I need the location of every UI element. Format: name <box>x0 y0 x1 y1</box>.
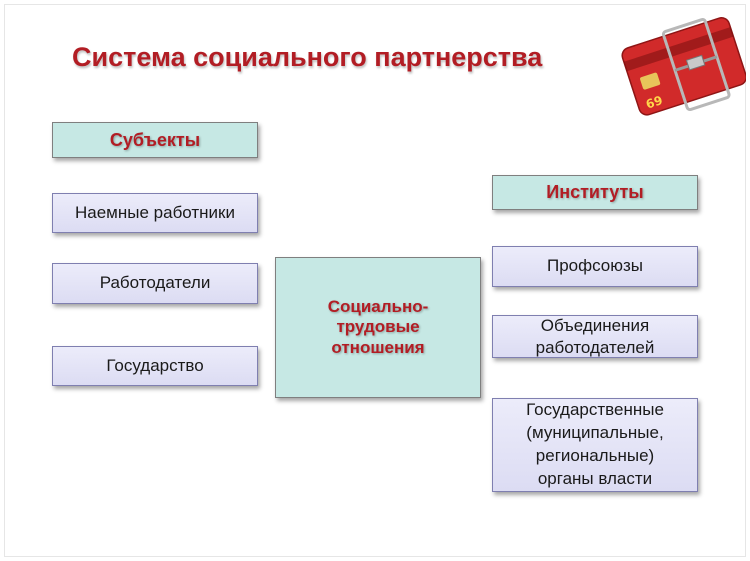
subjects-header: Субъекты <box>52 122 258 158</box>
center-box: Социально- трудовые отношения <box>275 257 481 398</box>
institutions-header: Институты <box>492 175 698 210</box>
slide-title: Система социального партнерства <box>72 42 543 72</box>
subject-item: Государство <box>52 346 258 386</box>
slide-border <box>4 4 746 557</box>
institution-item-label: Государственные (муниципальные, регионал… <box>526 400 664 488</box>
center-label: Социально- трудовые отношения <box>327 296 429 357</box>
subject-item-label: Государство <box>106 355 204 375</box>
subject-item: Работодатели <box>52 263 258 304</box>
subjects-header-label: Субъекты <box>109 129 201 150</box>
institution-item: Государственные (муниципальные, регионал… <box>492 398 698 492</box>
subject-item: Наемные работники <box>52 193 258 233</box>
subject-item-label: Работодатели <box>99 273 211 293</box>
institution-item: Профсоюзы <box>492 246 698 287</box>
credit-card-mousetrap-icon: 69 <box>621 17 746 116</box>
svg-text:69: 69 <box>644 93 664 111</box>
subject-item-label: Наемные работники <box>75 202 235 222</box>
institution-item-label: Объединения работодателей <box>535 316 655 357</box>
institutions-header-label: Институты <box>546 182 644 203</box>
institution-item: Объединения работодателей <box>492 315 698 358</box>
institution-item-label: Профсоюзы <box>546 256 644 276</box>
